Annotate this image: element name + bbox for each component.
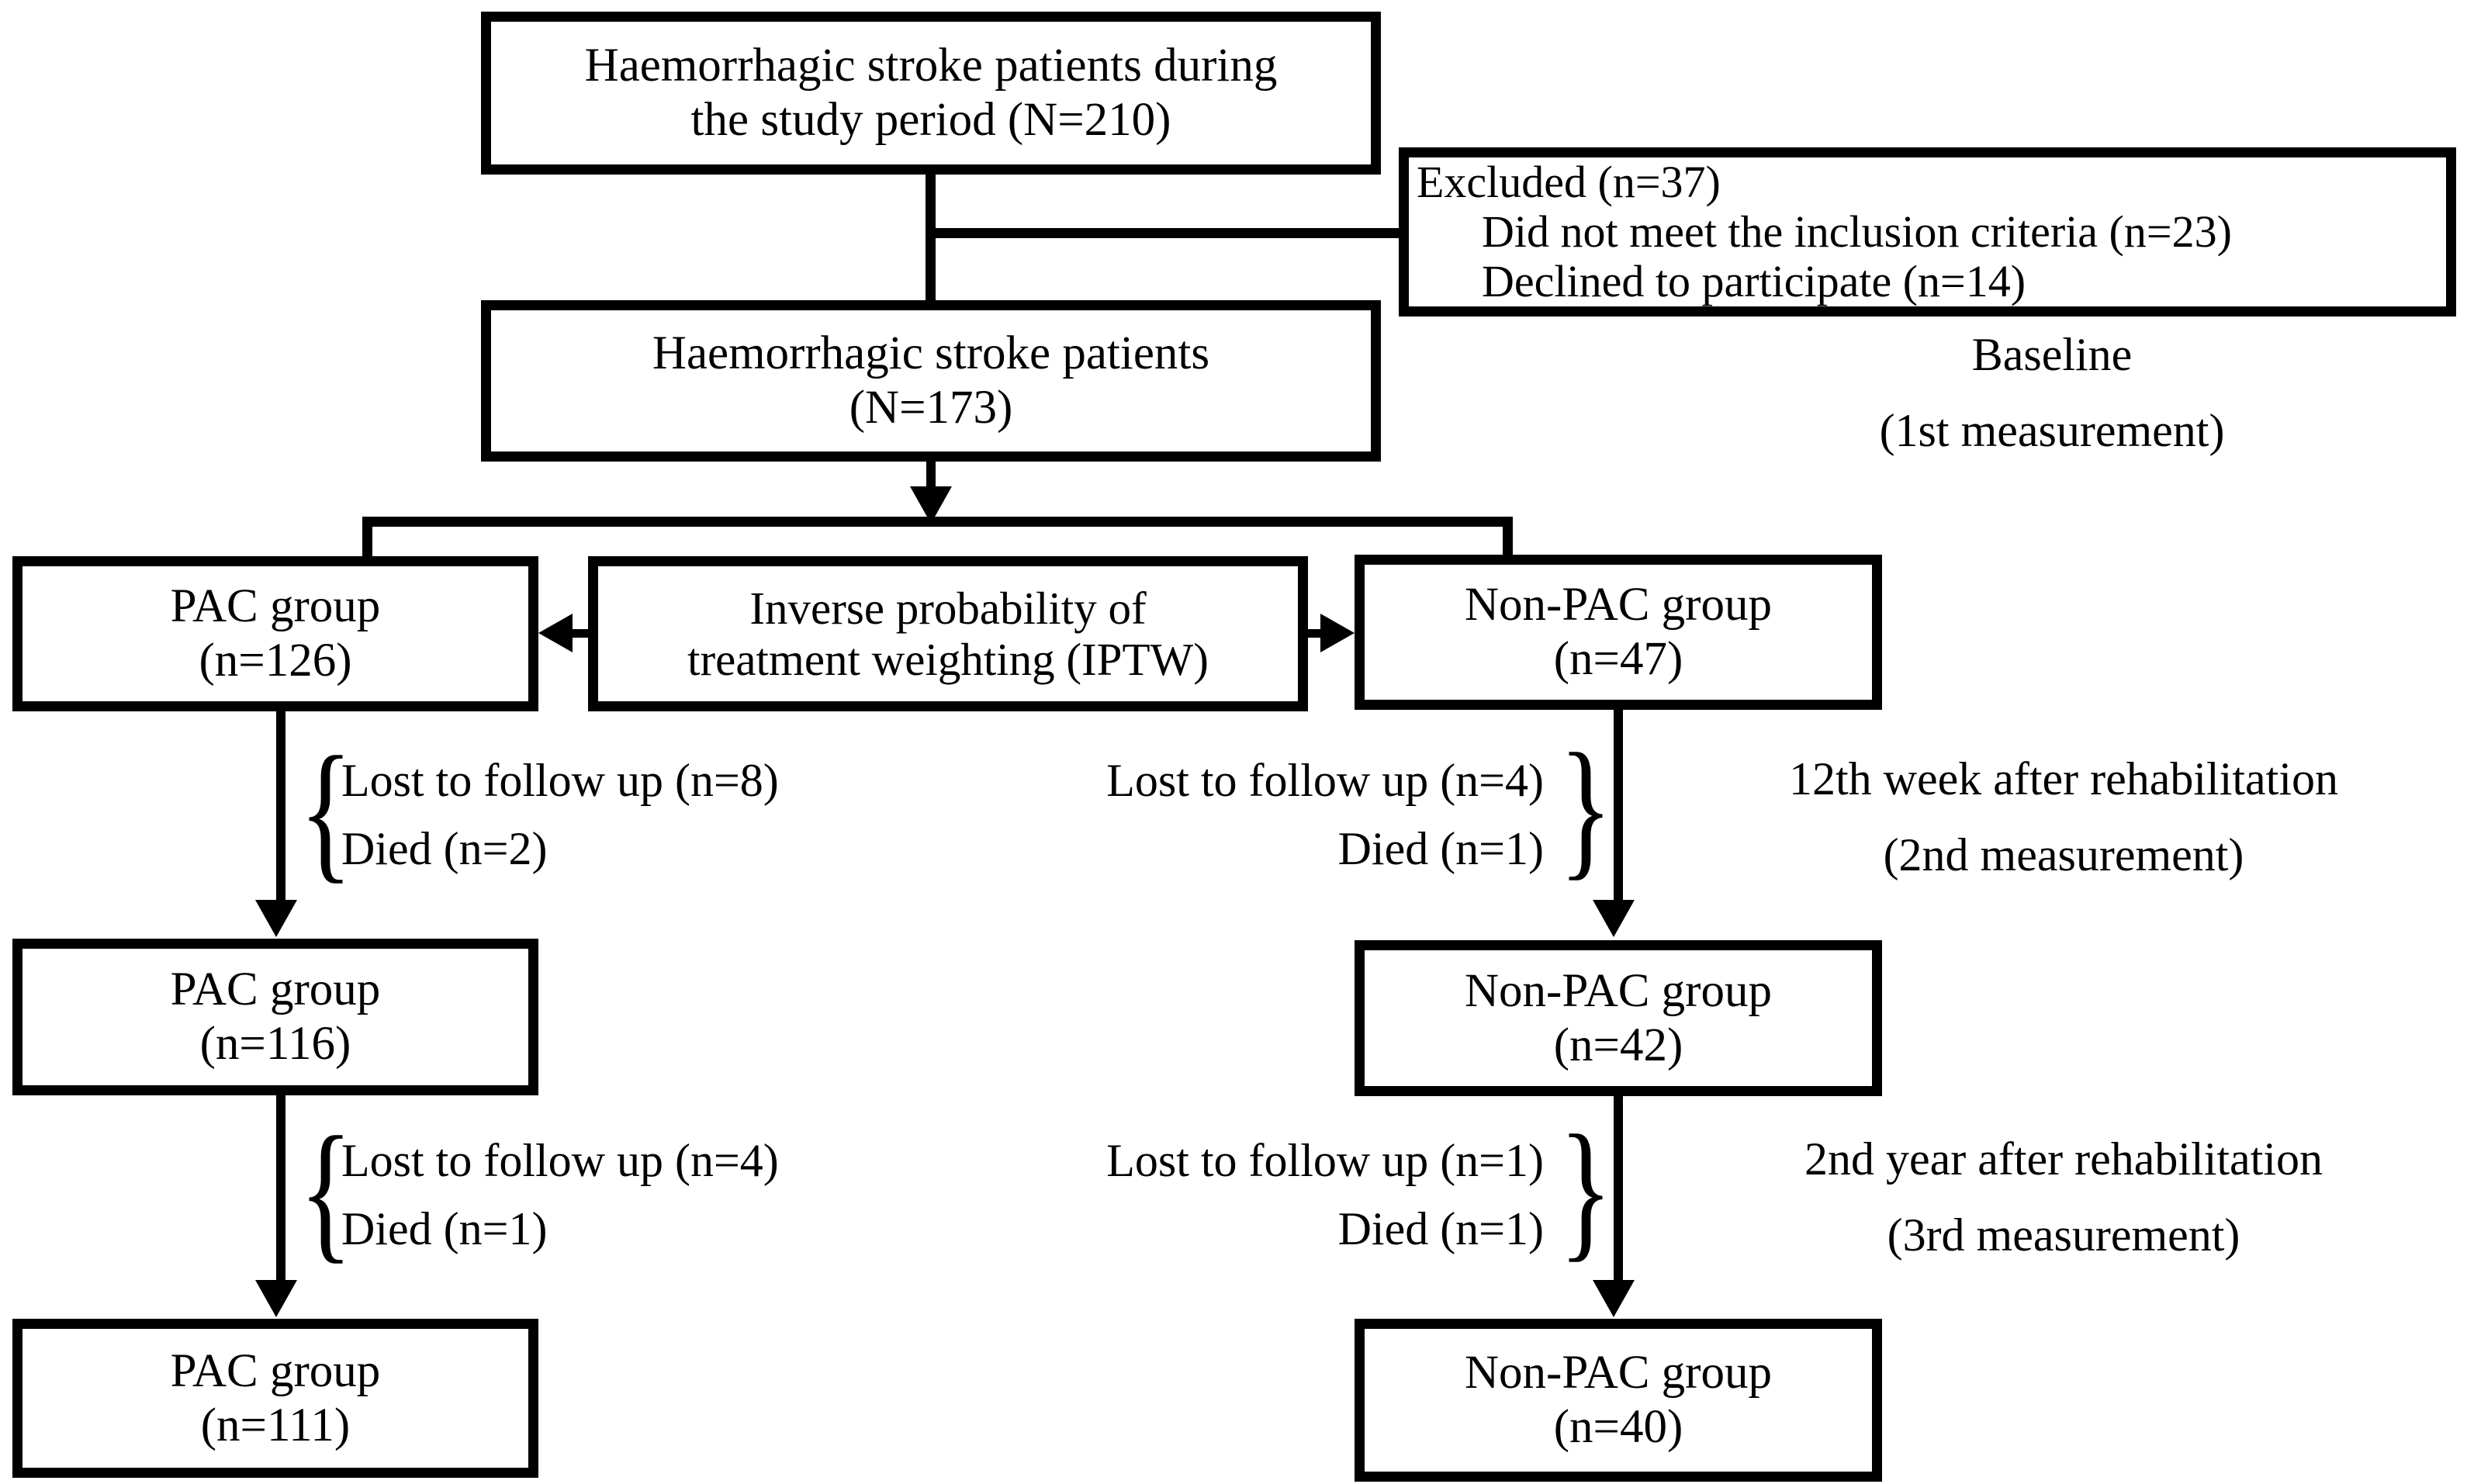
arrow-iptw-to-nonpac-shaft: [1308, 629, 1328, 638]
arrow-pac1-to-pac2-shaft: [276, 711, 285, 901]
losses-pac-step2: Lost to follow up (n=4) Died (n=1): [341, 1126, 779, 1263]
arrow-pac1-to-pac2-head: [255, 900, 297, 937]
arrow-nonpac1-to-nonpac2-shaft: [1614, 708, 1623, 901]
annotation-baseline: Baseline (1st measurement): [1695, 317, 2409, 469]
branch-drop-right: [1503, 517, 1513, 562]
box-iptw-line1: Inverse probability of: [749, 583, 1147, 634]
arrow-nonpac1-to-nonpac2-head: [1593, 900, 1635, 937]
branch-drop-left: [362, 517, 372, 563]
box-iptw-line2: treatment weighting (IPTW): [687, 634, 1209, 685]
losses-nonpac-step2-line2: Died (n=1): [1337, 1203, 1544, 1254]
box-pac-group-3-line1: PAC group: [170, 1344, 381, 1397]
brace-nonpac-step2: }: [1559, 1104, 1613, 1275]
arrow-nonpac2-to-nonpac3-shaft: [1614, 1096, 1623, 1280]
losses-pac-step2-line2: Died (n=1): [341, 1203, 548, 1254]
box-pac-group-3: PAC group (n=111): [12, 1319, 538, 1478]
box-total-patients-line1: Haemorrhagic stroke patients during: [584, 40, 1278, 92]
connector-to-excluded: [926, 228, 1404, 238]
branch-line: [362, 517, 1512, 527]
brace-pac-step1: {: [299, 725, 353, 897]
arrow-nonpac2-to-nonpac3-head: [1593, 1280, 1635, 1317]
annotation-baseline-line1: Baseline: [1971, 329, 2133, 380]
box-excluded: Excluded (n=37) Did not meet the inclusi…: [1399, 147, 2456, 317]
losses-pac-step2-line1: Lost to follow up (n=4): [341, 1135, 779, 1186]
annotation-baseline-line2: (1st measurement): [1879, 405, 2225, 456]
annotation-year2-line2: (3rd measurement): [1887, 1209, 2240, 1261]
box-pac-group-1: PAC group (n=126): [12, 556, 538, 711]
box-iptw: Inverse probability of treatment weighti…: [588, 556, 1308, 711]
losses-pac-step1: Lost to follow up (n=8) Died (n=2): [341, 746, 779, 883]
box-nonpac-group-3-line1: Non-PAC group: [1465, 1347, 1772, 1399]
box-total-patients: Haemorrhagic stroke patients during the …: [481, 12, 1381, 175]
box-nonpac-group-1: Non-PAC group (n=47): [1355, 555, 1882, 710]
annotation-year2-line1: 2nd year after rehabilitation: [1804, 1133, 2323, 1185]
box-excluded-line2: Did not meet the inclusion criteria (n=2…: [1482, 206, 2232, 257]
box-nonpac-group-2: Non-PAC group (n=42): [1355, 940, 1882, 1096]
box-nonpac-group-3: Non-PAC group (n=40): [1355, 1319, 1882, 1482]
losses-nonpac-step1-line2: Died (n=1): [1337, 823, 1544, 874]
box-enrolled: Haemorrhagic stroke patients (N=173): [481, 300, 1381, 462]
box-pac-group-2: PAC group (n=116): [12, 939, 538, 1095]
box-nonpac-group-2-line1: Non-PAC group: [1465, 964, 1772, 1017]
annotation-year2: 2nd year after rehabilitation (3rd measu…: [1691, 1121, 2436, 1273]
box-enrolled-line1: Haemorrhagic stroke patients: [652, 327, 1210, 379]
annotation-week12: 12th week after rehabilitation (2nd meas…: [1691, 741, 2436, 893]
box-excluded-line3: Declined to participate (n=14): [1482, 256, 2026, 306]
losses-pac-step1-line2: Died (n=2): [341, 823, 548, 874]
arrow-iptw-to-nonpac-head: [1320, 614, 1355, 652]
box-total-patients-line2: the study period (N=210): [690, 94, 1171, 146]
box-pac-group-2-line2: (n=116): [199, 1018, 351, 1070]
arrow-iptw-to-pac-head: [538, 614, 573, 652]
box-nonpac-group-1-line2: (n=47): [1553, 633, 1683, 685]
brace-pac-step2: {: [299, 1105, 353, 1277]
box-enrolled-line2: (N=173): [849, 382, 1013, 434]
arrow-pac2-to-pac3-head: [255, 1280, 297, 1317]
losses-nonpac-step2-line1: Lost to follow up (n=1): [1106, 1135, 1544, 1186]
losses-nonpac-step2: Lost to follow up (n=1) Died (n=1): [892, 1126, 1544, 1263]
box-pac-group-2-line1: PAC group: [170, 963, 381, 1015]
annotation-week12-line2: (2nd measurement): [1883, 829, 2244, 880]
box-nonpac-group-2-line2: (n=42): [1553, 1019, 1683, 1071]
losses-pac-step1-line1: Lost to follow up (n=8): [341, 755, 779, 806]
annotation-week12-line1: 12th week after rehabilitation: [1788, 753, 2339, 804]
box-pac-group-1-line2: (n=126): [199, 635, 352, 687]
box-pac-group-3-line2: (n=111): [200, 1399, 351, 1451]
losses-nonpac-step1: Lost to follow up (n=4) Died (n=1): [892, 746, 1544, 883]
box-excluded-line1: Excluded (n=37): [1417, 157, 1721, 207]
connector-total-to-enrolled: [926, 175, 936, 303]
box-pac-group-1-line1: PAC group: [170, 580, 381, 632]
brace-nonpac-step1: }: [1559, 722, 1613, 894]
box-nonpac-group-3-line2: (n=40): [1553, 1401, 1683, 1453]
box-nonpac-group-1-line1: Non-PAC group: [1465, 579, 1772, 631]
losses-nonpac-step1-line1: Lost to follow up (n=4): [1106, 755, 1544, 806]
arrow-iptw-to-pac-shaft: [569, 629, 590, 638]
arrow-pac2-to-pac3-shaft: [276, 1095, 285, 1280]
